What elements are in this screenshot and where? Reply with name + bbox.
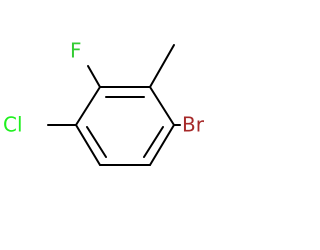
bond-c6-c1 bbox=[75, 86, 101, 126]
chlorine-label: Cl bbox=[3, 113, 23, 137]
double-bond-inner-right bbox=[143, 126, 164, 158]
bromine-label: Br bbox=[182, 113, 205, 137]
bond-to-fluorine bbox=[87, 65, 101, 88]
fluorine-label: F bbox=[70, 39, 82, 63]
bond-to-methyl bbox=[149, 44, 175, 88]
double-bond-inner-left bbox=[86, 126, 107, 158]
bond-c5-c6 bbox=[75, 124, 101, 166]
bond-c2-c3 bbox=[149, 86, 175, 126]
molecule-canvas: F Cl Br bbox=[3, 38, 205, 166]
structure-diagram: F Cl Br bbox=[3, 39, 205, 166]
bond-c3-c4 bbox=[149, 124, 175, 166]
